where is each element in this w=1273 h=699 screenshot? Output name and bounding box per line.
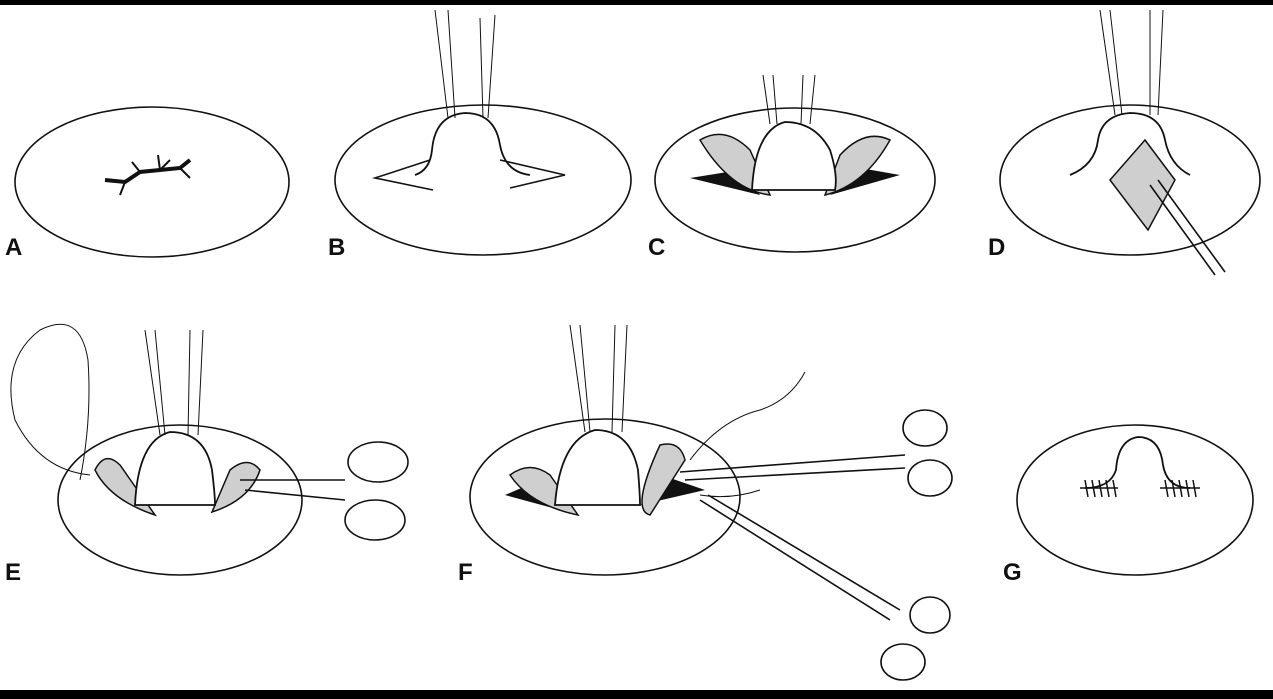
raised-tissue — [751, 121, 837, 191]
traction-sutures — [762, 74, 816, 125]
sutures-right — [1160, 479, 1200, 498]
lower-hemostat — [699, 494, 951, 681]
right-flap — [641, 443, 686, 516]
suture-thread — [10, 323, 91, 481]
panel-label: E — [5, 559, 21, 586]
traction-sutures — [1099, 9, 1164, 116]
traction-sutures — [144, 329, 204, 436]
skin-ellipse — [57, 424, 303, 576]
closed-tissue — [1084, 436, 1191, 489]
panel-e: E — [5, 323, 409, 586]
panel-b: B — [328, 9, 632, 261]
upper-hemostat — [679, 409, 953, 497]
traction-sutures — [569, 324, 628, 433]
panel-label: B — [328, 234, 345, 261]
hemostat — [240, 441, 409, 541]
panel-label: A — [5, 234, 22, 261]
excised-flap — [1109, 138, 1176, 232]
incision-lines — [371, 159, 566, 191]
panel-g: G — [1003, 424, 1254, 586]
panel-d: D — [988, 9, 1261, 276]
suture-thread — [689, 371, 806, 498]
scissors — [1149, 179, 1226, 276]
skin-ellipse — [1016, 424, 1254, 576]
skin-ellipse — [469, 418, 741, 576]
bottom-border — [0, 690, 1273, 699]
raised-tissue — [134, 431, 216, 506]
skin-ellipse — [14, 106, 290, 258]
right-flap — [823, 135, 892, 197]
panel-label: C — [648, 234, 665, 261]
raised-tissue — [554, 429, 641, 506]
stellate-wound — [104, 154, 192, 196]
traction-sutures — [434, 9, 496, 119]
panel-label: D — [988, 234, 1005, 261]
panel-label: F — [458, 559, 473, 586]
top-border — [0, 0, 1273, 5]
raised-tissue — [414, 112, 531, 176]
skin-ellipse — [999, 104, 1261, 256]
panel-a: A — [5, 106, 290, 261]
panel-c: C — [648, 74, 936, 261]
skin-ellipse — [654, 107, 936, 253]
sutures-left — [1080, 479, 1118, 498]
panel-label: G — [1003, 559, 1022, 586]
right-flap — [210, 461, 261, 514]
panel-f: F — [458, 324, 953, 681]
